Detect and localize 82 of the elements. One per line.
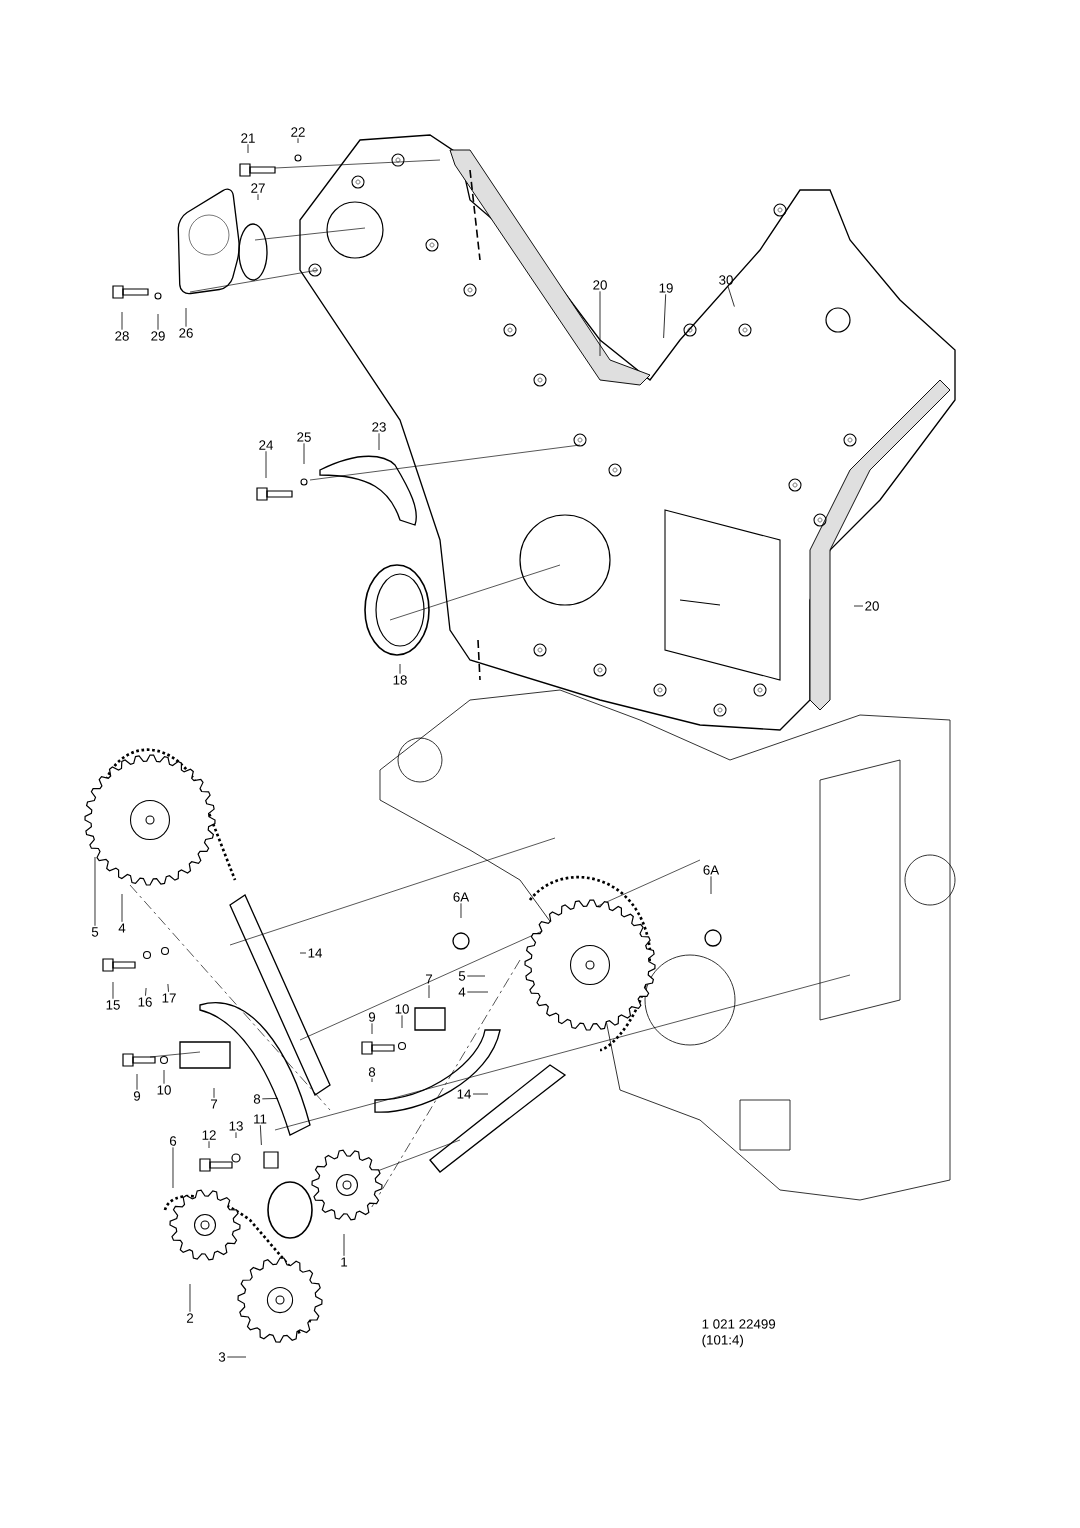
leader-line (303, 442, 305, 465)
leader-line (466, 991, 489, 993)
leader-line (472, 1093, 489, 1095)
leader-line (112, 981, 114, 1000)
part-number: 1 021 22499 (702, 1319, 776, 1329)
leader-line (343, 1233, 345, 1257)
leader-line (428, 984, 430, 999)
callout-number: 4 (118, 923, 126, 933)
leader-line (213, 1087, 215, 1099)
callout-number: 1 (341, 1257, 348, 1267)
callout-number: 14 (308, 948, 323, 958)
leader-line (599, 290, 601, 357)
callout-number: 12 (202, 1130, 216, 1140)
callout-number: 10 (395, 1004, 409, 1014)
callout-number: 27 (251, 183, 265, 193)
leader-line (189, 1283, 191, 1313)
callout-number: 22 (291, 127, 305, 137)
callout-number: 28 (115, 331, 129, 341)
callout-number: 13 (229, 1121, 243, 1131)
leader-line (257, 193, 259, 201)
part-number: (101:4) (702, 1334, 743, 1348)
leader-line (401, 1014, 403, 1029)
callout-number: 9 (368, 1012, 376, 1022)
leader-line (94, 856, 96, 927)
callout-number: 26 (179, 328, 193, 338)
callout-number: 30 (719, 275, 733, 285)
leader-line (399, 663, 401, 675)
leader-line (163, 1069, 165, 1085)
leader-line (121, 893, 123, 923)
callout-number: 5 (458, 971, 466, 981)
callout-number: 5 (91, 927, 99, 937)
leader-line (663, 293, 667, 339)
leader-line (371, 1022, 373, 1035)
leader-line (208, 1140, 210, 1149)
leader-line (136, 1073, 138, 1091)
leader-line (299, 952, 307, 954)
callout-number: 14 (457, 1089, 472, 1099)
callout-number: 21 (241, 133, 255, 143)
leader-line (466, 975, 486, 977)
leader-line (261, 1098, 279, 1100)
callout-number: 6 (169, 1136, 177, 1146)
leader-line (853, 605, 864, 607)
callout-number: 2 (186, 1313, 194, 1323)
leader-line (460, 902, 462, 919)
callout-number: 20 (865, 601, 879, 611)
callout-number: 23 (372, 422, 386, 432)
callout-number: 29 (151, 331, 165, 341)
callout-number: 24 (259, 440, 273, 450)
callout-number: 17 (162, 993, 176, 1003)
leader-line (265, 450, 267, 479)
callout-number: 6A (703, 865, 720, 875)
leader-line (710, 875, 712, 895)
callout-number: 19 (659, 283, 673, 293)
callout-number: 16 (138, 997, 152, 1007)
leader-line (172, 1146, 174, 1189)
leader-line (727, 285, 735, 307)
leader-line (167, 983, 169, 993)
leader-line (157, 313, 159, 331)
leader-line (235, 1131, 237, 1139)
callout-number: 10 (157, 1085, 171, 1095)
callout-number: 25 (297, 432, 311, 442)
leader-line (145, 987, 147, 997)
callout-number: 8 (368, 1067, 376, 1077)
callout-number: 9 (133, 1091, 141, 1101)
callout-number: 7 (211, 1099, 218, 1109)
callout-number: 15 (106, 1000, 120, 1010)
leader-line (297, 137, 299, 144)
leader-line (259, 1124, 262, 1146)
callout-number: 11 (254, 1114, 267, 1124)
leader-line (371, 1077, 373, 1083)
callout-number: 8 (253, 1094, 261, 1104)
leader-line (378, 432, 380, 451)
callout-number: 20 (593, 280, 607, 290)
callout-number: 4 (458, 987, 466, 997)
leader-line (226, 1356, 247, 1358)
leader-line (185, 307, 187, 328)
callout-number: 6A (453, 892, 470, 902)
leader-line (247, 143, 249, 154)
callout-number: 18 (393, 675, 407, 685)
callout-number: 7 (426, 974, 433, 984)
leader-line (121, 311, 123, 331)
callout-number: 3 (218, 1352, 226, 1362)
